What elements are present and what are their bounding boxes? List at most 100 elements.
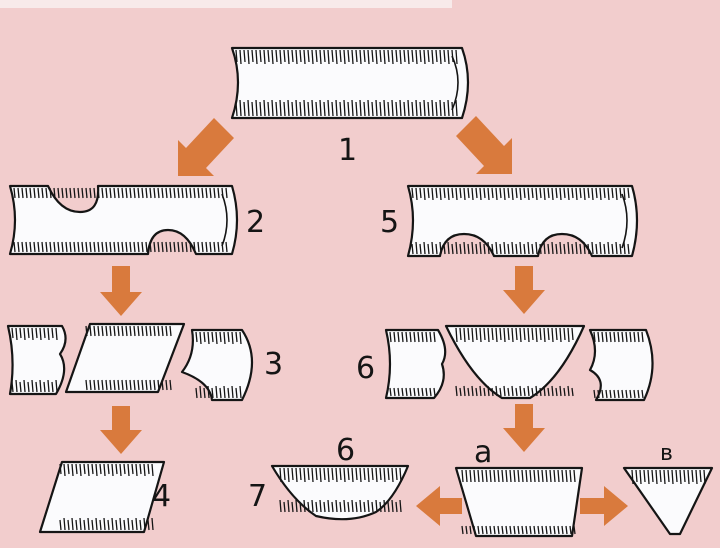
hatch-tick: [561, 525, 564, 535]
hatch-tick: [501, 469, 504, 483]
hatch-tick: [505, 469, 508, 483]
hatch-tick: [161, 325, 164, 337]
hatch-tick: [141, 379, 144, 391]
hatch-tick: [135, 517, 138, 531]
hatch-tick: [85, 187, 88, 199]
hatch-tick: [571, 327, 574, 341]
hatch-tick: [181, 187, 184, 199]
hatch-tick: [507, 243, 510, 255]
hatch-tick: [511, 327, 514, 343]
hatch-tick: [319, 499, 322, 513]
hatch-tick: [87, 517, 90, 531]
hatch-tick: [459, 187, 462, 199]
hatch-tick: [283, 501, 286, 513]
hatch-tick: [571, 387, 574, 397]
arrow-6-to-a: [503, 404, 545, 452]
hatch-tick: [375, 99, 378, 117]
label-b: в: [660, 441, 673, 466]
hatch-tick: [189, 241, 192, 253]
hatch-tick: [153, 325, 156, 337]
hatch-tick: [363, 101, 366, 117]
hatch-tick: [21, 241, 24, 253]
hatch-tick: [551, 385, 554, 397]
hatch-tick: [557, 525, 560, 535]
hatch-tick: [641, 331, 644, 343]
hatch-tick: [559, 241, 562, 255]
label-6-top: 6: [336, 433, 355, 468]
hatch-tick: [415, 99, 418, 117]
hatch-tick: [603, 243, 606, 255]
hatch-tick: [327, 467, 330, 483]
hatch-tick: [45, 241, 48, 253]
hatch-tick: [255, 99, 258, 117]
hatch-tick: [615, 187, 618, 201]
hatch-tick: [85, 379, 88, 391]
hatch-tick: [513, 525, 516, 535]
hatch-tick: [359, 49, 362, 65]
hatch-tick: [287, 49, 290, 65]
hatch-tick: [115, 519, 118, 531]
piece-4-parallelogram: [38, 460, 166, 534]
hatch-tick: [435, 243, 438, 255]
hatch-tick: [251, 101, 254, 117]
hatch-tick: [263, 99, 266, 117]
hatch-tick: [65, 187, 68, 199]
hatch-tick: [389, 387, 392, 397]
hatch-tick: [555, 387, 558, 397]
hatch-tick: [459, 243, 462, 255]
hatch-tick: [57, 241, 60, 253]
hatch-tick: [425, 331, 428, 343]
hatch-tick: [133, 379, 136, 391]
hatch-tick: [465, 525, 468, 535]
hatch-tick: [479, 327, 482, 343]
hatch-tick: [51, 381, 54, 393]
hatch-tick: [543, 385, 546, 397]
hatch-tick: [455, 241, 458, 255]
hatch-tick: [391, 499, 394, 513]
hatch-tick: [89, 241, 92, 253]
hatch-tick: [335, 467, 338, 483]
hatch-tick: [491, 243, 494, 255]
piece-3-cut-segments: [6, 322, 253, 402]
hatch-tick: [517, 525, 520, 535]
hatch-tick: [499, 187, 502, 199]
piece-5-notched-bone: [406, 184, 639, 258]
hatch-tick: [447, 187, 450, 201]
hatch-tick: [37, 241, 40, 253]
hatch-tick: [551, 187, 554, 201]
label-6-left: 6: [356, 351, 375, 386]
hatch-tick: [47, 327, 50, 341]
hatch-tick: [371, 467, 374, 481]
hatch-tick: [145, 187, 148, 199]
hatch-tick: [105, 325, 108, 337]
hatch-tick: [469, 525, 472, 535]
label-5: 5: [380, 205, 399, 240]
hatch-tick: [101, 325, 104, 337]
hatch-tick: [173, 187, 176, 199]
hatch-tick: [299, 49, 302, 63]
hatch-tick: [583, 187, 586, 201]
hatch-tick: [359, 467, 362, 483]
hatch-tick: [415, 241, 418, 255]
hatch-tick: [55, 327, 58, 341]
hatch-tick: [417, 387, 420, 397]
hatch-tick: [429, 331, 432, 343]
hatch-tick: [427, 49, 430, 63]
hatch-tick: [503, 241, 506, 255]
hatch-tick: [545, 525, 548, 535]
hatch-tick: [271, 49, 274, 65]
hatch-tick: [145, 241, 148, 253]
hatch-tick: [25, 187, 28, 199]
hatch-tick: [463, 327, 466, 343]
hatch-tick: [499, 387, 502, 397]
hatch-tick: [239, 331, 242, 345]
hatch-tick: [169, 241, 172, 253]
arrow-3-to-4: [100, 406, 142, 454]
hatch-tick: [399, 499, 402, 513]
hatch-tick: [165, 187, 168, 199]
hatch-tick: [675, 469, 678, 483]
hatch-tick: [423, 187, 426, 201]
hatch-tick: [663, 469, 666, 485]
hatch-tick: [33, 187, 36, 199]
hatch-tick: [197, 187, 200, 199]
